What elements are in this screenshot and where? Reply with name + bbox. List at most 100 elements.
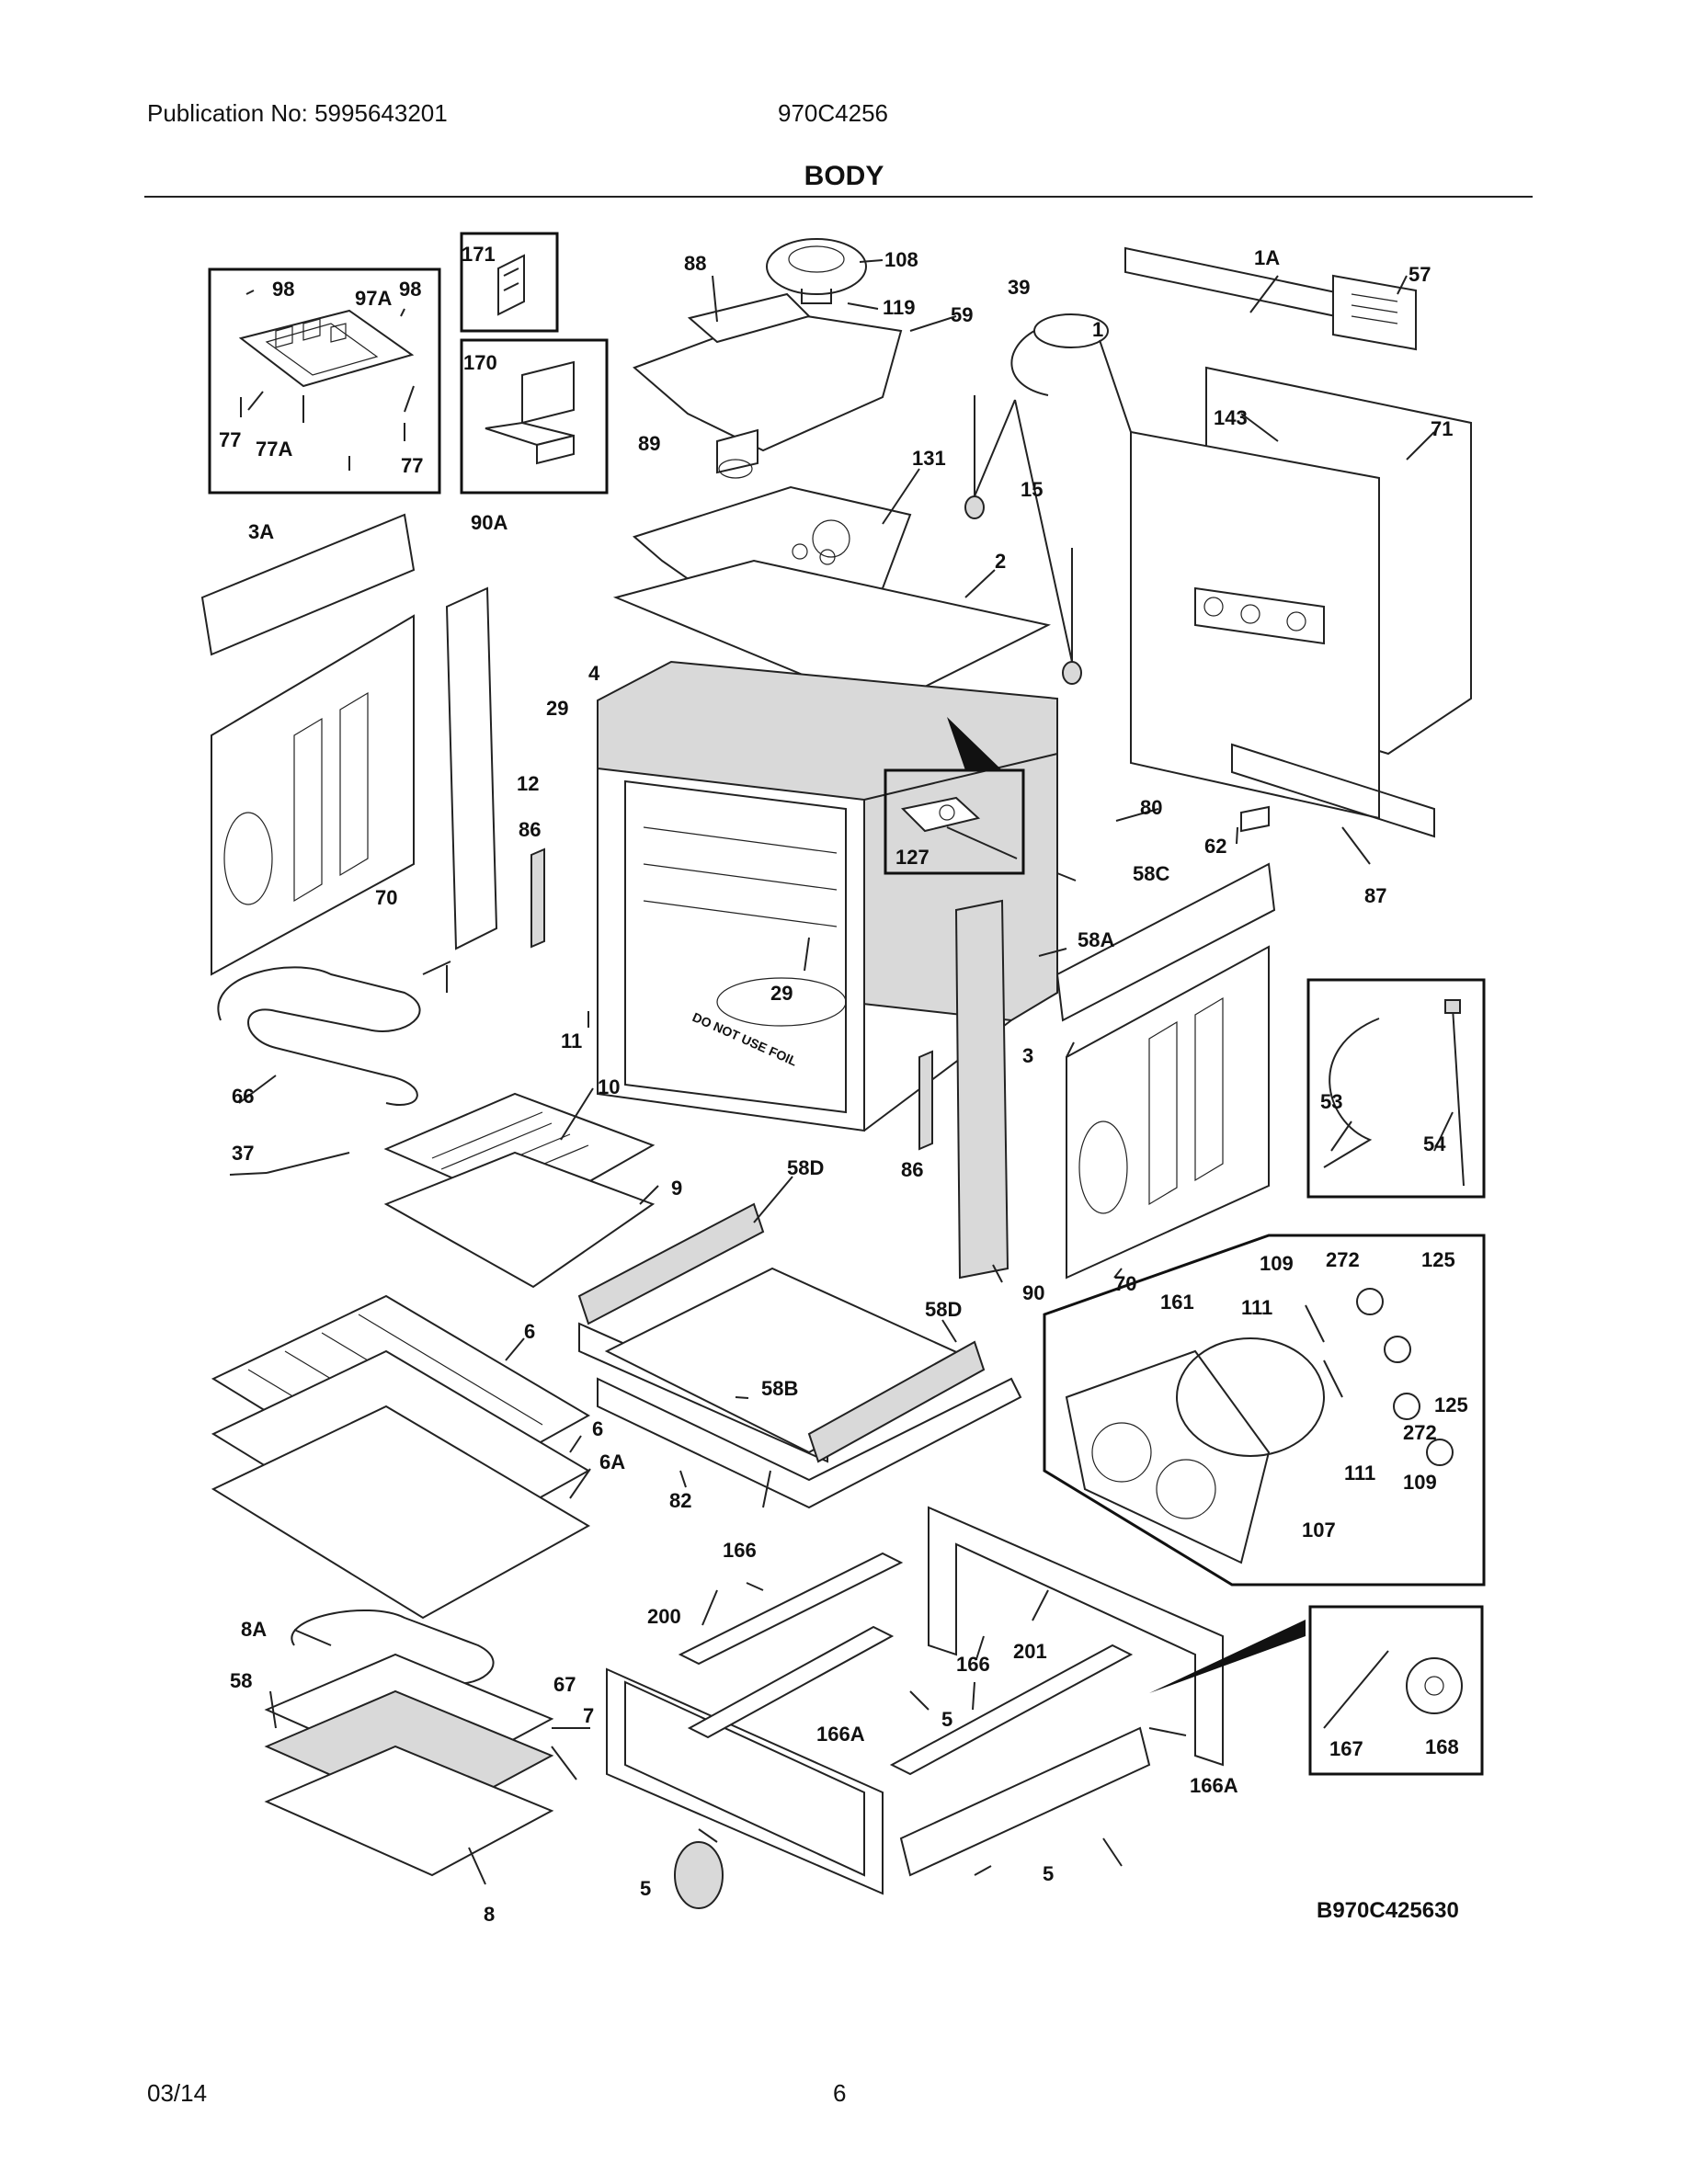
callout-111: 111 [1241,1296,1272,1319]
callout-86b: 86 [901,1158,923,1181]
callout-166b: 166 [956,1653,990,1676]
callout-272b: 272 [1403,1421,1437,1444]
callout-29b: 29 [770,982,793,1005]
diagram-code: B970C425630 [1317,1898,1459,1923]
broiler-pan [266,1092,656,1289]
callout-171: 171 [462,243,496,266]
callout-98: 98 [272,278,294,301]
base-frame [606,1506,1224,1909]
callout-166A: 166A [816,1723,865,1746]
door-frame [577,1202,1022,1509]
callout-6: 6 [524,1320,535,1343]
leader-lines [229,259,1454,1885]
callout-59: 59 [951,303,973,326]
callout-2: 2 [995,550,1006,573]
callout-9: 9 [671,1177,682,1200]
callout-54: 54 [1423,1132,1446,1155]
top-heat-shield [612,485,1051,710]
callout-58: 58 [230,1669,252,1692]
callout-8: 8 [484,1903,495,1926]
inset-leveler-167-168 [1149,1605,1484,1776]
page-number: 6 [833,2079,847,2107]
callout-97A: 97A [355,287,392,310]
inset-probe-127 [884,717,1025,875]
callout-62: 62 [1204,835,1226,858]
callout-88: 88 [684,252,706,275]
callout-109b: 109 [1403,1471,1437,1494]
inset-bracket-170 [460,338,609,495]
callout-77b: 77 [401,454,423,477]
callout-6b: 6 [592,1417,603,1440]
callout-58B: 58B [761,1377,798,1400]
callout-58D: 58D [787,1156,824,1179]
callout-3: 3 [1022,1044,1033,1067]
footer-date: 03/14 [147,2079,208,2107]
right-side-panels [918,862,1276,1280]
callout-8A: 8A [241,1618,267,1641]
callout-1: 1 [1092,318,1103,341]
callout-167: 167 [1329,1737,1363,1760]
callout-37: 37 [232,1142,254,1165]
callout-80: 80 [1140,796,1162,819]
blower-assembly [633,238,903,479]
left-side-panels [200,513,545,976]
section-title: BODY [804,161,884,191]
cord-39 [1010,313,1109,396]
callout-11: 11 [561,1029,582,1052]
callout-86: 86 [519,818,541,841]
callout-77A: 77A [256,438,292,461]
oven-cavity [597,660,1058,1132]
inset-bracket-171 [460,232,559,333]
inset-convection-fan [1043,1234,1486,1587]
callout-125b: 125 [1434,1393,1468,1416]
callout-53: 53 [1320,1090,1342,1113]
bake-element-bottom [264,1609,554,1877]
callout-5: 5 [941,1708,952,1731]
callout-29: 29 [546,697,568,720]
callout-57: 57 [1409,263,1431,286]
callout-5b: 5 [1043,1862,1054,1885]
callout-109: 109 [1260,1252,1294,1275]
callout-166: 166 [723,1539,757,1562]
callout-131: 131 [912,447,946,470]
callout-161: 161 [1160,1291,1194,1314]
callout-89: 89 [638,432,660,455]
callout-58Db: 58D [925,1298,962,1321]
callout-3A: 3A [248,520,274,543]
callout-58A: 58A [1078,928,1114,951]
inset-probe-53-54 [1306,978,1486,1199]
oven-racks [211,1294,591,1620]
callout-127: 127 [895,846,930,869]
callout-1A: 1A [1254,246,1280,269]
callout-111b: 111 [1344,1462,1375,1484]
callout-143: 143 [1214,406,1248,429]
callout-200: 200 [647,1605,681,1628]
callout-166Ab: 166A [1190,1774,1238,1797]
callout-67: 67 [553,1673,576,1696]
callout-71: 71 [1431,417,1453,440]
callout-39: 39 [1008,276,1030,299]
callout-90A: 90A [471,511,508,534]
callout-98b: 98 [399,278,421,301]
callout-77: 77 [219,428,241,451]
publication-number: Publication No: 5995643201 [147,99,448,127]
broil-element-66 [217,961,451,1106]
callout-66: 66 [232,1085,254,1108]
callout-272: 272 [1326,1248,1360,1271]
callout-58C: 58C [1133,862,1169,885]
model-number: 970C4256 [778,99,888,127]
callout-6A: 6A [599,1450,625,1473]
callout-119: 119 [883,296,916,319]
callout-12: 12 [517,772,539,795]
callout-10: 10 [598,1075,620,1098]
callout-108: 108 [884,248,918,271]
callout-90: 90 [1022,1281,1044,1304]
rear-panel-assembly [1124,246,1472,838]
callout-168: 168 [1425,1735,1459,1758]
callout-4: 4 [588,662,600,685]
callout-87: 87 [1364,884,1386,907]
callout-201: 201 [1013,1640,1047,1663]
callout-170: 170 [463,351,497,374]
callout-15: 15 [1021,478,1043,501]
